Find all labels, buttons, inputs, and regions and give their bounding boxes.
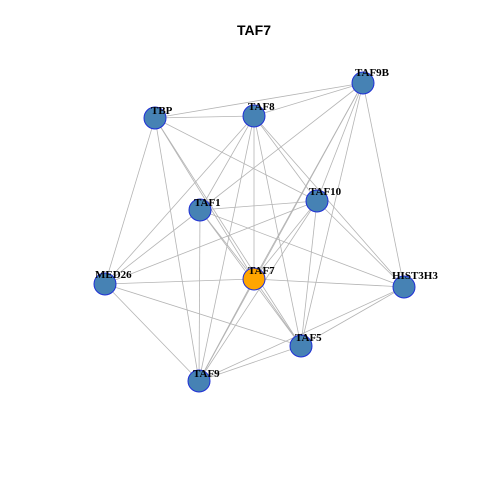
edge-taf9b-taf10 [316,82,364,202]
edge-taf7-taf5 [253,278,302,347]
edge-tbp-taf9b [154,82,364,119]
edge-tbp-taf5 [154,117,302,347]
edge-taf10-taf1 [199,200,318,211]
edge-taf8-taf5 [253,115,302,347]
edge-taf1-hist3h3 [199,209,405,288]
node-label: HIST3H3 [392,270,438,282]
node-hist3h3[interactable]: HIST3H3 [392,270,438,299]
edge-taf9b-taf9 [198,82,364,382]
edge-taf10-taf9 [198,200,318,382]
node-circle[interactable] [188,198,212,222]
node-taf8[interactable]: TAF8 [242,101,275,128]
node-circle[interactable] [187,369,211,393]
edge-taf7-hist3h3 [253,278,405,288]
node-tbp[interactable]: TBP [143,105,173,130]
node-circle[interactable] [392,275,416,299]
edge-taf7-med26 [104,278,255,285]
edge-tbp-taf9 [154,117,200,382]
node-label: MED26 [95,269,132,281]
node-label: TAF10 [309,186,342,198]
node-taf10[interactable]: TAF10 [305,186,342,213]
node-label: TAF7 [248,265,275,277]
node-circle[interactable] [351,71,375,95]
node-med26[interactable]: MED26 [93,269,132,296]
edge-taf8-taf9 [198,115,255,382]
edge-taf5-hist3h3 [300,286,405,347]
node-taf9[interactable]: TAF9 [187,368,220,393]
edge-tbp-med26 [104,117,156,285]
edge-taf9b-taf5 [300,82,364,347]
edge-taf8-med26 [104,115,255,285]
node-label: TAF9 [193,368,220,380]
node-circle[interactable] [242,267,266,291]
edge-tbp-taf8 [154,115,255,119]
edge-taf10-taf7 [253,200,318,280]
node-circle[interactable] [289,334,313,358]
edge-taf8-taf10 [253,115,318,202]
node-label: TAF5 [295,332,322,344]
edge-taf7-taf9 [198,278,255,382]
edge-med26-taf5 [104,283,302,347]
node-circle[interactable] [305,189,329,213]
edge-taf1-taf9 [198,209,201,382]
node-label: TAF8 [248,101,275,113]
edge-layer [104,82,405,382]
edge-taf10-taf5 [300,200,318,347]
graph-title: TAF7 [237,22,271,38]
node-label: TBP [151,105,173,117]
edge-hist3h3-taf9 [198,286,405,382]
node-taf5[interactable]: TAF5 [289,332,322,358]
edge-taf8-hist3h3 [253,115,405,288]
node-circle[interactable] [93,272,117,296]
edge-taf8-taf9b [253,82,364,117]
node-taf9b[interactable]: TAF9B [351,67,390,95]
edge-taf5-taf9 [198,345,302,382]
node-circle[interactable] [242,104,266,128]
edge-tbp-taf10 [154,117,318,202]
edge-taf9b-hist3h3 [362,82,405,288]
edge-taf8-taf1 [199,115,255,211]
edge-taf9b-taf1 [199,82,364,211]
node-label: TAF9B [355,67,390,79]
edge-taf10-hist3h3 [316,200,405,288]
edge-taf1-med26 [104,209,201,285]
edge-med26-taf9 [104,283,200,382]
node-circle[interactable] [143,106,167,130]
edge-taf10-med26 [104,200,318,285]
node-taf1[interactable]: TAF1 [188,197,221,222]
node-label: TAF1 [194,197,221,209]
edge-tbp-taf7 [154,117,255,280]
node-taf7[interactable]: TAF7 [242,265,275,291]
